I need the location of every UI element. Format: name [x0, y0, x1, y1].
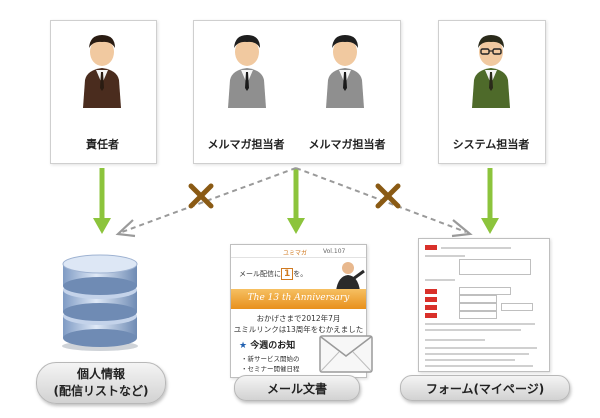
role-label-system: システム担当者: [452, 138, 530, 151]
newsletter-banner: The 13 th Anniversary: [247, 293, 350, 303]
newsletter-promo-suffix: を。: [293, 270, 308, 278]
form-label: フォーム(マイページ): [400, 375, 570, 401]
form-preview: [418, 238, 550, 372]
newsletter-promo-prefix: メール配信に: [239, 270, 281, 278]
weekly-star-icon: ★: [239, 341, 248, 351]
personal-info-label: 個人情報 (配信リストなど): [36, 362, 166, 404]
arrow-manager-to-personal-info: [93, 168, 111, 234]
role-card-mailmag: [193, 20, 401, 164]
newsletter-item2: ・セミナー開催日程: [241, 365, 300, 373]
newsletter-body-line2: ユミルリンクは13周年をむかえました: [233, 325, 364, 334]
dashed-arrow-mailmag-to-personal-info: [115, 167, 297, 238]
newsletter-brand: ユミマガ: [283, 250, 308, 257]
newsletter-promo-highlight: 1: [281, 268, 294, 280]
role-label-mailmag-2: メルマガ担当者: [308, 138, 386, 151]
newsletter-body-line1: おかげさまで2012年7月: [256, 314, 341, 323]
mail-text-label: メール文書: [234, 375, 360, 401]
personal-info-label-line2: (配信リストなど): [53, 384, 149, 398]
personal-info-label-line1: 個人情報: [76, 367, 125, 381]
role-label-mailmag-1: メルマガ担当者: [207, 138, 285, 151]
role-label-manager: 責任者: [86, 138, 119, 151]
person-gray-suit-icon-1: [228, 35, 266, 108]
person-green-jacket-glasses-icon: [472, 35, 510, 108]
newsletter-vol: Vol.107: [323, 248, 346, 255]
newsletter-item1: ・新サービス開始の: [241, 355, 300, 363]
arrow-mailmag-to-mail-text: [287, 168, 305, 234]
envelope-icon: [319, 335, 373, 373]
database-icon: [62, 254, 138, 351]
arrow-system-to-form: [481, 168, 499, 234]
cross-icon-right: [375, 183, 401, 209]
newsletter-person-icon: [336, 262, 365, 291]
cross-icon-left: [188, 183, 214, 209]
newsletter-weekly-heading: 今週のお知: [250, 341, 296, 351]
person-gray-suit-icon-2: [326, 35, 364, 108]
person-brown-suit-icon: [83, 35, 121, 108]
